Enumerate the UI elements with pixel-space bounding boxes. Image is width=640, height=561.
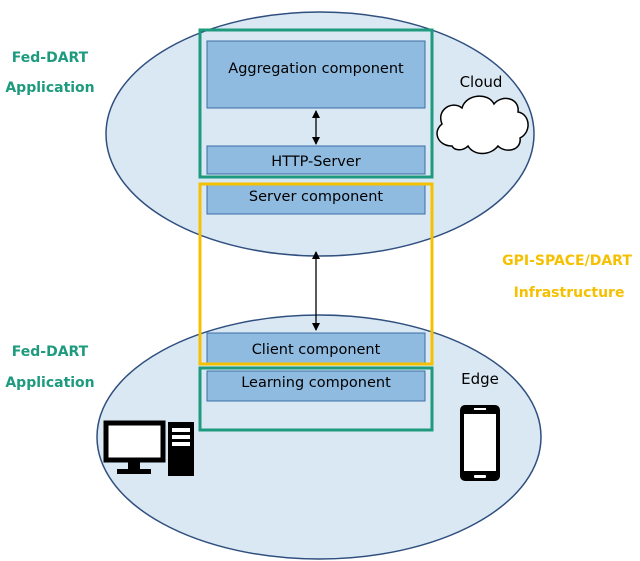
infrastructure-label-line1: GPI-SPACE/DART [502,253,632,269]
desktop-computer-icon [103,420,166,474]
fed-dart-bottom-label-line2: Application [5,375,94,391]
learning-component-label: Learning component [241,375,391,391]
http-server-label: HTTP-Server [271,154,361,170]
aggregation-component-box [206,40,426,109]
fed-dart-edge-frame [198,366,434,432]
cloud-label: Cloud [460,73,503,91]
cloud-icon [436,95,529,155]
server-component-label: Server component [249,189,384,205]
http-server-box [206,145,426,175]
client-component-box [206,332,426,364]
edge-label: Edge [461,370,499,388]
infrastructure-label-line2: Infrastructure [514,285,625,301]
fed-dart-bottom-label-line1: Fed-DART [12,344,89,360]
learning-component-box [206,370,426,402]
fed-dart-top-label-line2: Application [5,80,94,96]
gpi-space-dart-frame [198,182,434,366]
pc-tower-icon [168,422,194,476]
client-component-label: Client component [252,342,381,358]
fed-dart-top-label-line1: Fed-DART [12,50,89,66]
fed-dart-cloud-frame [198,28,434,179]
server-component-box [206,183,426,215]
aggregation-component-label: Aggregation component [228,61,404,77]
smartphone-icon [460,405,500,481]
